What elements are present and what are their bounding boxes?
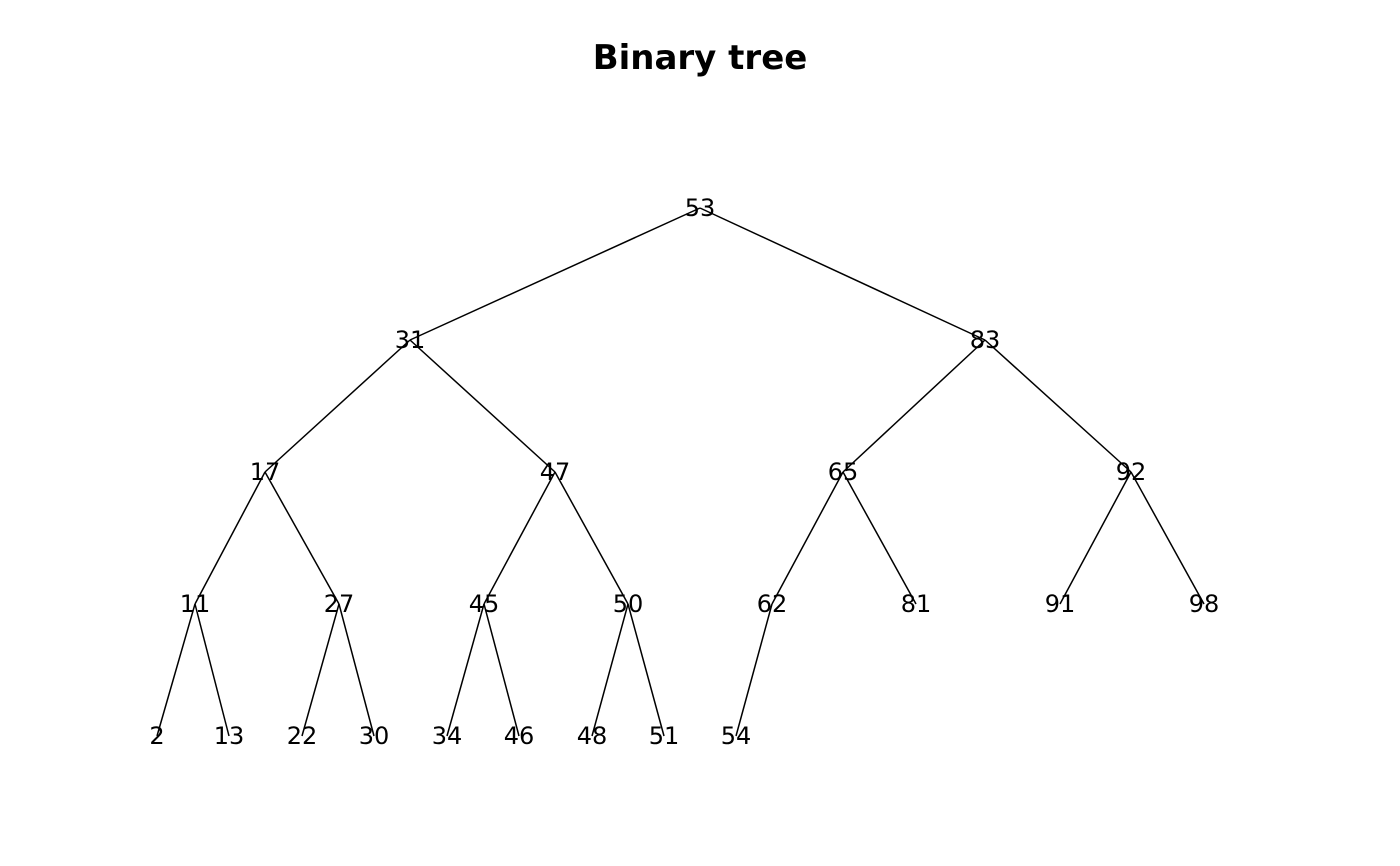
tree-edge-65-62 — [771, 471, 844, 605]
tree-edge-45-34 — [446, 603, 485, 737]
tree-edge-17-27 — [264, 471, 340, 605]
tree-node-54: 54 — [721, 722, 752, 750]
tree-edge-83-65 — [842, 339, 986, 473]
tree-edge-47-50 — [554, 471, 629, 605]
tree-node-13: 13 — [214, 722, 245, 750]
tree-edge-11-2 — [156, 603, 196, 737]
tree-edge-62-54 — [735, 603, 773, 737]
tree-node-11: 11 — [180, 590, 211, 618]
tree-node-98: 98 — [1189, 590, 1220, 618]
tree-edge-31-17 — [264, 339, 411, 473]
tree-edge-47-45 — [483, 471, 556, 605]
tree-edge-53-83 — [699, 207, 986, 341]
tree-node-45: 45 — [469, 590, 500, 618]
tree-node-27: 27 — [324, 590, 355, 618]
tree-node-92: 92 — [1116, 458, 1147, 486]
page-title: Binary tree — [592, 38, 808, 78]
tree-node-34: 34 — [432, 722, 463, 750]
tree-node-30: 30 — [359, 722, 390, 750]
tree-node-17: 17 — [250, 458, 281, 486]
tree-edge-65-81 — [842, 471, 917, 605]
tree-node-47: 47 — [540, 458, 571, 486]
tree-edge-17-11 — [194, 471, 266, 605]
tree-node-53: 53 — [685, 194, 716, 222]
tree-edge-92-98 — [1130, 471, 1205, 605]
tree-node-46: 46 — [504, 722, 535, 750]
tree-edge-27-22 — [301, 603, 340, 737]
tree-edge-92-91 — [1059, 471, 1132, 605]
tree-edge-83-92 — [984, 339, 1132, 473]
tree-edge-50-51 — [627, 603, 665, 737]
tree-node-31: 31 — [395, 326, 426, 354]
tree-node-51: 51 — [649, 722, 680, 750]
tree-edge-53-31 — [409, 207, 701, 341]
tree-edge-11-13 — [194, 603, 230, 737]
tree-edge-45-46 — [483, 603, 520, 737]
tree-node-50: 50 — [613, 590, 644, 618]
tree-node-48: 48 — [577, 722, 608, 750]
tree-node-22: 22 — [287, 722, 318, 750]
tree-edge-31-47 — [409, 339, 556, 473]
tree-node-83: 83 — [970, 326, 1001, 354]
tree-edge-50-48 — [591, 603, 629, 737]
tree-node-65: 65 — [828, 458, 859, 486]
tree-node-91: 91 — [1045, 590, 1076, 618]
tree-node-62: 62 — [757, 590, 788, 618]
tree-edge-27-30 — [338, 603, 375, 737]
tree-node-2: 2 — [149, 722, 164, 750]
tree-node-81: 81 — [901, 590, 932, 618]
